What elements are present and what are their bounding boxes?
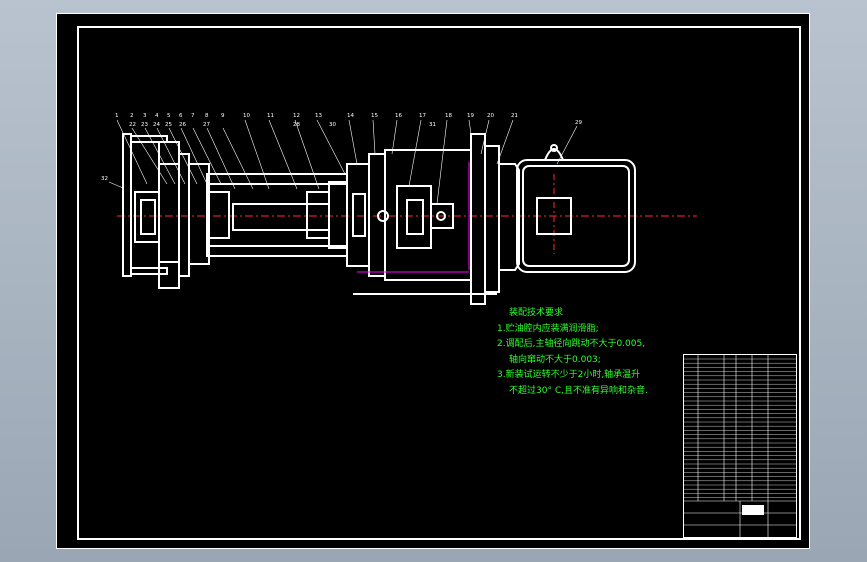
- balloon: 6: [179, 113, 183, 119]
- balloon: 16: [395, 113, 402, 119]
- balloon: 24: [153, 122, 160, 128]
- spindle-housing: [206, 163, 370, 267]
- balloon: 8: [205, 113, 209, 119]
- balloon: 17: [419, 113, 426, 119]
- motor: [499, 144, 636, 273]
- leader-lines: [108, 119, 578, 205]
- notes-title: 装配技术要求: [509, 308, 564, 318]
- balloon: 19: [467, 113, 474, 119]
- balloon: 18: [445, 113, 452, 119]
- balloon: 4: [155, 113, 159, 119]
- pulley-assembly: [122, 133, 210, 289]
- balloon: 23: [141, 122, 148, 128]
- hidden-lines: [357, 162, 470, 273]
- balloon: 15: [371, 113, 378, 119]
- balloon: 13: [315, 113, 322, 119]
- balloon: 5: [167, 113, 171, 119]
- title-cell: [742, 505, 764, 515]
- note-line: 轴向窜动不大于0.003;: [509, 354, 601, 365]
- note-line: 2.调配后,主轴径向跳动不大于0.005,: [497, 339, 646, 349]
- technical-requirements: 装配技术要求 1.贮油腔内应装满润滑脂; 2.调配后,主轴径向跳动不大于0.00…: [497, 306, 648, 399]
- balloon: 25: [165, 122, 172, 128]
- balloon: 22: [129, 122, 136, 128]
- balloon: 7: [191, 113, 195, 119]
- balloon: 32: [101, 176, 108, 182]
- balloon: 29: [575, 120, 582, 126]
- parts-list-grid: [684, 355, 796, 537]
- note-line: 1.贮油腔内应装满润滑脂;: [497, 323, 599, 334]
- balloon: 10: [243, 113, 250, 119]
- balloon: 31: [429, 122, 436, 128]
- balloon: 27: [203, 122, 210, 128]
- balloon: 3: [143, 113, 147, 119]
- title-block: [683, 354, 797, 538]
- balloon: 21: [511, 113, 518, 119]
- assembly-drawing: 1 2 3 4 5 6 7 8 9 10 11 12 13 14 15 16 1…: [101, 113, 697, 305]
- balloon: 9: [221, 113, 225, 119]
- balloon: 26: [179, 122, 186, 128]
- balloon: 28: [293, 122, 300, 128]
- balloon: 12: [293, 113, 300, 119]
- balloon: 30: [329, 122, 336, 128]
- balloon: 11: [267, 113, 274, 119]
- balloon-labels: 1 2 3 4 5 6 7 8 9 10 11 12 13 14 15 16 1…: [101, 113, 582, 182]
- coupling-housing: [353, 133, 500, 305]
- balloon: 1: [115, 113, 119, 119]
- note-line: 不超过30° C,且不准有异响和杂音.: [509, 385, 648, 396]
- balloon: 14: [347, 113, 354, 119]
- balloon: 20: [487, 113, 494, 119]
- note-line: 3.新装试运转不少于2小时,轴承温升: [497, 370, 641, 380]
- drawing-sheet: 1 2 3 4 5 6 7 8 9 10 11 12 13 14 15 16 1…: [56, 13, 810, 549]
- balloon: 2: [130, 113, 134, 119]
- drawing-border: [77, 26, 801, 540]
